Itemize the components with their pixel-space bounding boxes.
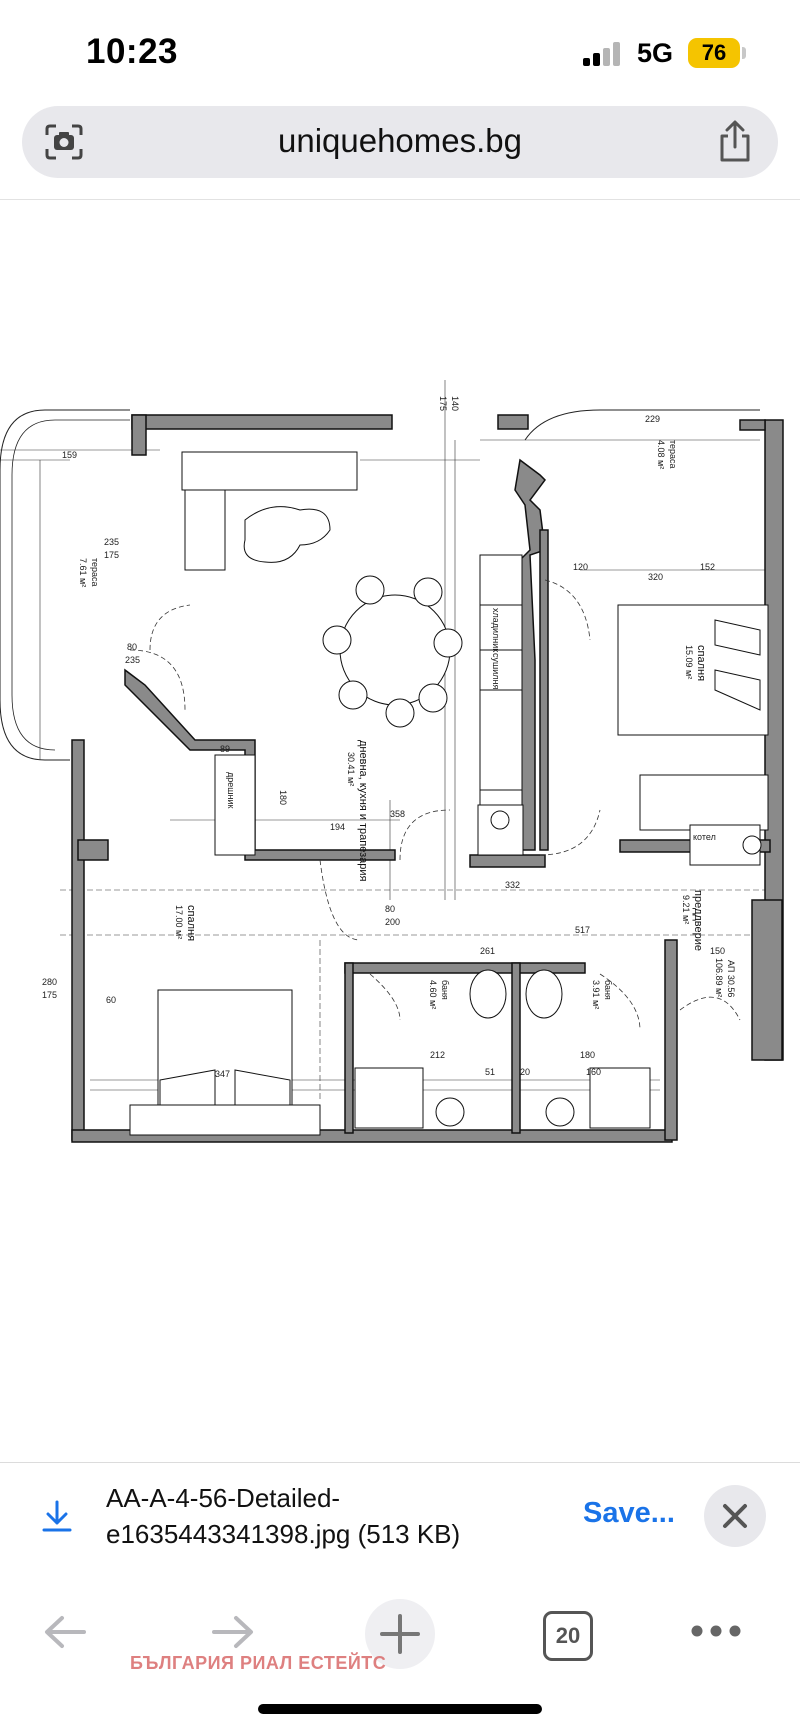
header-divider xyxy=(0,199,800,200)
label-terrace-right-area: 4.08 м² xyxy=(656,440,666,469)
dim-label: 89 xyxy=(220,744,230,754)
dim-label: 140 xyxy=(450,396,460,411)
label-bedroom-right: спалня xyxy=(695,645,707,681)
image-viewer[interactable]: дневна, кухня и трапезария 30.41 м² тера… xyxy=(0,200,800,1462)
label-bath1-area: 4.60 м² xyxy=(428,980,438,1009)
url-text[interactable]: uniquehomes.bg xyxy=(277,122,523,159)
label-apartment-area: 106.89 м² xyxy=(714,958,724,997)
dim-label: 332 xyxy=(505,880,520,890)
label-dryer: сушилня xyxy=(491,653,501,689)
watermark-text: БЪЛГАРИЯ РИАЛ ЕСТЕЙТС xyxy=(130,1653,387,1673)
label-bedroom-left-area: 17.00 м² xyxy=(174,905,184,939)
dim-label: 320 xyxy=(648,572,663,582)
download-icon[interactable] xyxy=(40,1499,74,1533)
dim-label: 150 xyxy=(710,946,725,956)
label-terrace-left-area: 7.61 м² xyxy=(78,558,88,587)
dim-label: 159 xyxy=(62,450,77,460)
plus-icon xyxy=(380,1614,420,1654)
label-bedroom-left: спалня xyxy=(185,905,197,941)
dim-label: 120 xyxy=(573,562,588,572)
label-living-area: 30.41 м² xyxy=(346,752,356,786)
dim-label: 51 xyxy=(485,1067,495,1077)
share-icon[interactable] xyxy=(716,120,754,164)
label-hall: преддверие xyxy=(692,890,704,951)
dim-label: 200 xyxy=(385,917,400,927)
label-terrace-left: тераса xyxy=(90,558,100,587)
label-bath2: баня xyxy=(603,980,613,1000)
battery-icon: 76 xyxy=(688,38,740,68)
new-tab-button[interactable] xyxy=(365,1599,435,1669)
dim-label: 160 xyxy=(586,1067,601,1077)
forward-arrow-icon[interactable] xyxy=(210,1613,256,1651)
dim-label: 261 xyxy=(480,946,495,956)
cellular-signal-icon xyxy=(583,42,623,66)
home-indicator xyxy=(258,1704,542,1714)
address-bar[interactable]: uniquehomes.bg xyxy=(22,106,778,178)
label-bath1: баня xyxy=(440,980,450,1000)
label-bedroom-right-area: 15.09 м² xyxy=(684,645,694,679)
dim-label: 229 xyxy=(645,414,660,424)
label-living: дневна, кухня и трапезария xyxy=(357,740,369,882)
dim-label: 175 xyxy=(438,396,448,411)
clock: 10:23 xyxy=(86,32,179,71)
label-hall-area: 9.21 м² xyxy=(681,895,691,924)
tabs-button[interactable]: 20 xyxy=(543,1611,593,1661)
save-button[interactable]: Save... xyxy=(583,1497,675,1529)
dim-label: 180 xyxy=(278,790,288,805)
label-bath2-area: 3.91 м² xyxy=(591,980,601,1009)
close-icon xyxy=(723,1504,747,1528)
dim-label: 180 xyxy=(580,1050,595,1060)
camera-search-icon[interactable] xyxy=(44,123,84,161)
dim-label: 80 xyxy=(127,642,137,652)
label-apartment: АП 30.56 xyxy=(726,960,736,997)
status-bar: 10:23 5G 76 xyxy=(0,0,800,100)
dim-label: 20 xyxy=(520,1067,530,1077)
dim-label: 152 xyxy=(700,562,715,572)
dim-label: 175 xyxy=(104,550,119,560)
label-boiler: котел xyxy=(693,832,716,842)
battery-nub xyxy=(742,47,746,59)
dim-label: 517 xyxy=(575,925,590,935)
dim-label: 175 xyxy=(42,990,57,1000)
close-download-button[interactable] xyxy=(704,1485,766,1547)
label-terrace-right: тераса xyxy=(668,440,678,469)
dim-label: 194 xyxy=(330,822,345,832)
dim-label: 212 xyxy=(430,1050,445,1060)
more-icon[interactable] xyxy=(690,1624,742,1638)
label-wardrobe: дрешник xyxy=(226,772,236,808)
dim-label: 347 xyxy=(215,1069,230,1079)
dim-label: 358 xyxy=(390,809,405,819)
download-banner: AA-A-4-56-Detailed-e1635443341398.jpg (5… xyxy=(0,1462,800,1570)
bottom-toolbar: 20 БЪЛГАРИЯ РИАЛ ЕСТЕЙТС xyxy=(0,1569,800,1731)
back-arrow-icon[interactable] xyxy=(42,1613,88,1651)
dim-label: 235 xyxy=(104,537,119,547)
network-type: 5G xyxy=(637,38,674,68)
label-fridge: хладилник xyxy=(491,608,501,652)
download-filename: AA-A-4-56-Detailed-e1635443341398.jpg (5… xyxy=(106,1483,461,1549)
dim-label: 80 xyxy=(385,904,395,914)
floor-plan-image: дневна, кухня и трапезария 30.41 м² тера… xyxy=(0,380,784,1143)
dim-label: 280 xyxy=(42,977,57,987)
dim-label: 235 xyxy=(125,655,140,665)
dim-label: 60 xyxy=(106,995,116,1005)
